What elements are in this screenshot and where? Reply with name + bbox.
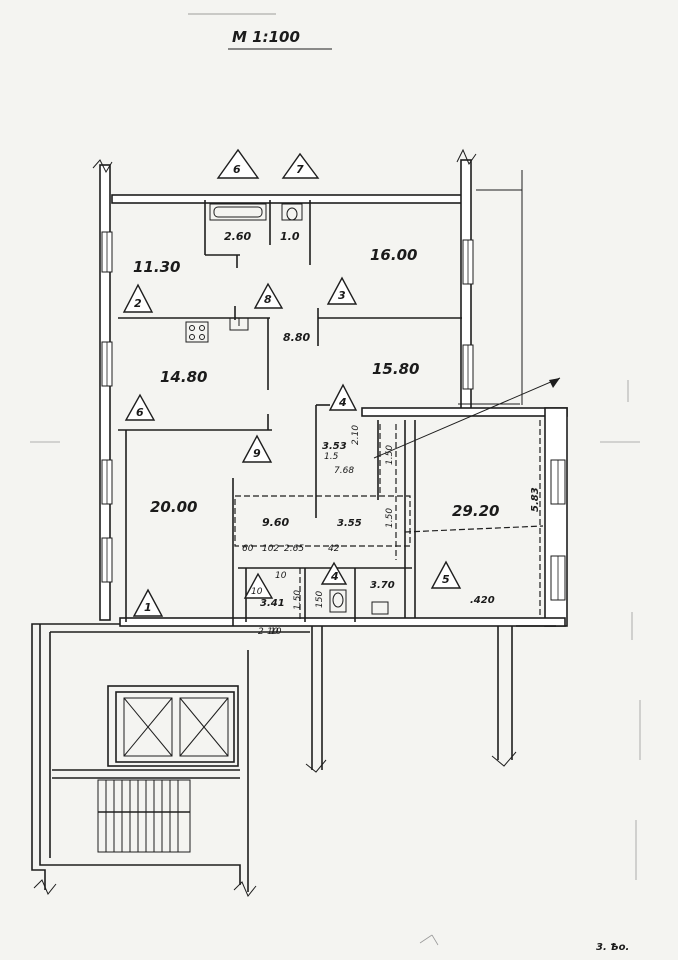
- area-3-70: 3.70: [370, 580, 395, 591]
- svg-text:1: 1: [144, 601, 152, 614]
- svg-text:4: 4: [330, 570, 339, 583]
- dashed-lines: [234, 420, 544, 622]
- dimension-labels: 2.10 7.68 1.50 1.50 5.83 .420 60 102 2.6…: [242, 425, 541, 637]
- scan-noise: [30, 380, 641, 946]
- area-3-41: 3.41: [260, 598, 285, 609]
- area-1-0: 1.0: [280, 230, 300, 243]
- dim-7-68: 7.68: [334, 466, 354, 476]
- area-11-30: 11.30: [133, 258, 180, 276]
- dim-1-50-a: 1.50: [385, 445, 395, 465]
- area-3-53: 3.53: [322, 441, 347, 452]
- right-windows: [462, 239, 566, 601]
- dim-420: .420: [470, 595, 495, 606]
- sink-fixture: [229, 317, 249, 331]
- svg-text:9: 9: [253, 447, 261, 460]
- area-9-60: 9.60: [262, 516, 289, 529]
- sink-small-fixture: [371, 601, 389, 615]
- svg-text:10: 10: [251, 587, 263, 597]
- svg-text:4: 4: [338, 396, 347, 409]
- stairwell-block: [31, 623, 556, 897]
- dim-60: 60: [242, 544, 254, 554]
- dim-2-65: 2.65: [284, 544, 304, 554]
- area-20-00: 20.00: [150, 498, 197, 516]
- dim-1-5: 1.5: [324, 452, 339, 462]
- dim-150-d: 150: [315, 591, 325, 608]
- toilet-fixture: [281, 203, 303, 221]
- apartment-walls: [92, 148, 568, 627]
- area-29-20: 29.20: [452, 502, 499, 520]
- area-16-00: 16.00: [370, 246, 417, 264]
- dim-102: 102: [262, 544, 279, 554]
- stair-treads: [105, 780, 179, 852]
- svg-text:6: 6: [233, 163, 241, 176]
- room-areas: 11.30 16.00 14.80 15.80 20.00 29.20 2.60…: [133, 230, 499, 609]
- area-14-80: 14.80: [160, 368, 207, 386]
- room-markers: 6 7 2 8 3 6 4 9 1 5 4 10: [122, 148, 462, 617]
- svg-text:5: 5: [442, 573, 450, 586]
- area-2-60: 2.60: [224, 230, 251, 243]
- area-15-80: 15.80: [372, 360, 419, 378]
- dim-1-50-b: 1.50: [385, 508, 395, 528]
- dim-2-10: 2.10: [351, 425, 361, 445]
- small-toilet-fixture: [329, 589, 347, 613]
- svg-text:7: 7: [296, 163, 304, 176]
- svg-text:2: 2: [134, 297, 142, 310]
- svg-text:3: 3: [338, 289, 346, 302]
- stove-fixture: [185, 321, 209, 343]
- dim-1-50-c: 1.50: [293, 590, 303, 610]
- sheet-note: 3. Ѣо.: [596, 942, 629, 953]
- dim-5-83: 5.83: [530, 487, 541, 512]
- bathtub-fixture: [209, 203, 267, 221]
- dim-42: 42: [328, 544, 340, 554]
- leader-arrow: [373, 377, 561, 459]
- left-windows: [101, 231, 113, 583]
- area-3-55: 3.55: [337, 518, 362, 529]
- svg-text:8: 8: [264, 293, 272, 306]
- area-8-80: 8.80: [283, 331, 310, 344]
- dim-10-a: 10: [275, 571, 287, 581]
- svg-text:6: 6: [136, 406, 144, 419]
- scale-label: M 1:100: [232, 28, 300, 46]
